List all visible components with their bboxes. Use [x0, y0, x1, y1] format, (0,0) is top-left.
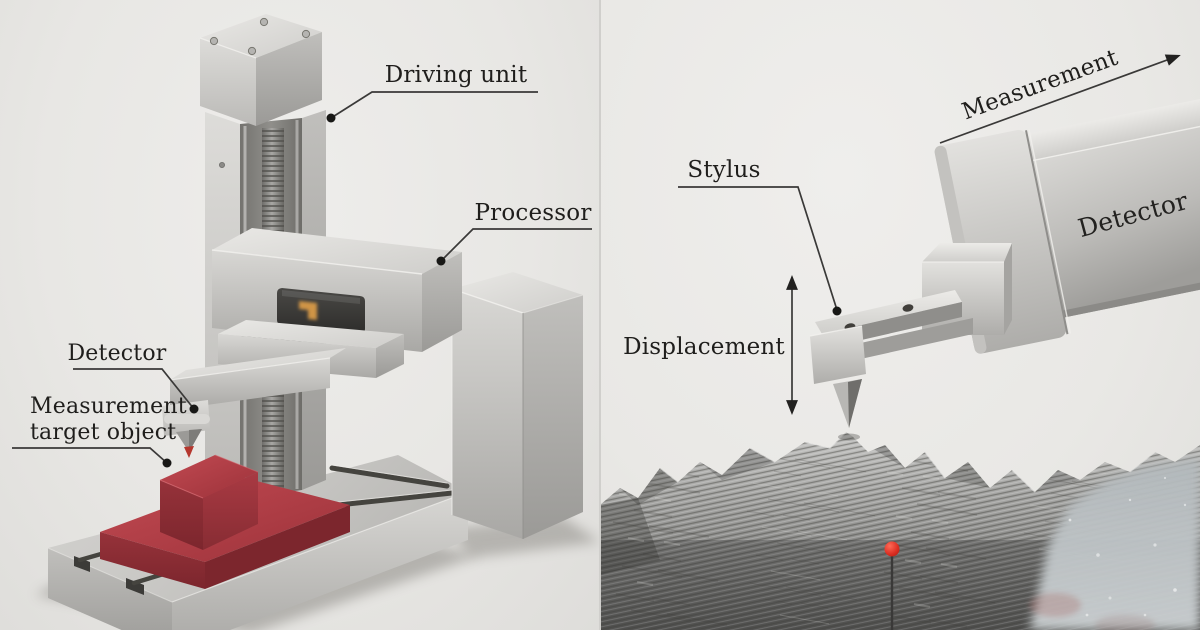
- label-measurement-target-line1: Measurement: [30, 394, 187, 419]
- rough-surface: [600, 432, 1200, 630]
- measurement-target-object: [100, 454, 350, 589]
- processor-block: [451, 272, 584, 539]
- red-marker-dot: [884, 541, 900, 557]
- tip-contact-shadow: [838, 433, 860, 441]
- stylus-holder: [810, 326, 866, 384]
- column-top-cap: [199, 14, 322, 126]
- base-grooves: [77, 464, 455, 586]
- surface-marker: [884, 541, 900, 630]
- display-window: [277, 288, 365, 334]
- left-panel: [0, 0, 600, 630]
- label-processor: Processor: [474, 200, 592, 226]
- label-detector-left: Detector: [67, 341, 167, 366]
- target-cube: [159, 454, 259, 550]
- stylus-red-tip: [184, 446, 194, 458]
- label-measurement-target: Measurement target object: [30, 394, 200, 446]
- right-panel: [600, 0, 1200, 630]
- cap-screws: [209, 17, 311, 56]
- rail-hole: [902, 304, 914, 312]
- closeup-illustration: [600, 89, 1200, 630]
- stylus-assembly: [809, 290, 973, 428]
- instrument-illustration: [35, 14, 600, 630]
- panel-divider: [599, 0, 601, 630]
- label-driving-unit: Driving unit: [384, 62, 528, 88]
- out-of-focus-region: [1029, 458, 1200, 630]
- label-displacement: Displacement: [623, 334, 785, 360]
- label-measurement-target-line2: target object: [30, 420, 177, 445]
- stylus-rail-bar: [815, 290, 962, 334]
- label-stylus: Stylus: [687, 157, 761, 183]
- display-amber-indicator: [299, 301, 317, 320]
